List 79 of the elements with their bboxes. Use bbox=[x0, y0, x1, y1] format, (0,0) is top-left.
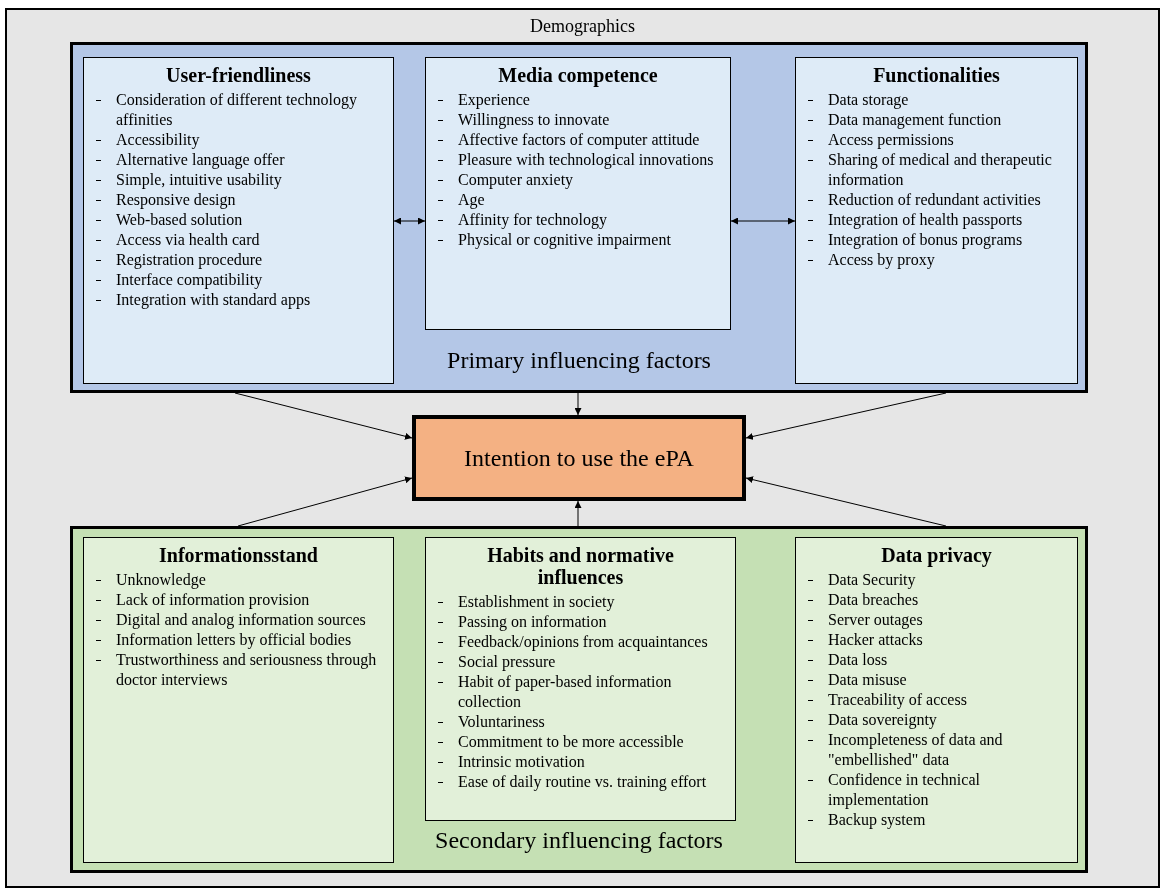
factor-box bbox=[83, 57, 394, 384]
list-item: Digital and analog information sources bbox=[88, 610, 385, 630]
list-item: Establishment in society bbox=[430, 592, 727, 612]
list-item: Social pressure bbox=[430, 652, 727, 672]
factor-box bbox=[795, 57, 1078, 384]
list-item: Data misuse bbox=[800, 670, 1069, 690]
arrow bbox=[574, 392, 582, 416]
list-item: Ease of daily routine vs. training effort bbox=[430, 772, 727, 792]
list-item: Access by proxy bbox=[800, 250, 1069, 270]
list-item: Computer anxiety bbox=[430, 170, 722, 190]
list-item: Sharing of medical and therapeutic information bbox=[800, 150, 1069, 190]
list-item: Pleasure with technological innovations bbox=[430, 150, 722, 170]
list-item: Server outages bbox=[800, 610, 1069, 630]
arrow bbox=[237, 476, 413, 527]
box-heading: Habits and normative influences bbox=[486, 544, 675, 588]
list-item: Accessibility bbox=[88, 130, 385, 150]
group-band bbox=[70, 526, 1088, 873]
list-item: Trustworthiness and seriousness through doctor interviews bbox=[88, 650, 385, 690]
list-item: Age bbox=[430, 190, 722, 210]
list-item: Affective factors of computer attitude bbox=[430, 130, 722, 150]
list-item: Confidence in technical implementation bbox=[800, 770, 1069, 810]
box-heading: Informationsstand bbox=[158, 544, 319, 566]
list-item: Commitment to be more accessible bbox=[430, 732, 727, 752]
list-item: Data breaches bbox=[800, 590, 1069, 610]
list-item: Reduction of redundant activities bbox=[800, 190, 1069, 210]
arrow bbox=[730, 217, 796, 225]
factor-box bbox=[425, 57, 731, 330]
arrow bbox=[745, 392, 947, 440]
group-band bbox=[70, 42, 1088, 393]
list-item: Responsive design bbox=[88, 190, 385, 210]
arrow bbox=[574, 500, 582, 527]
list-item: Habit of paper-based information collection bbox=[430, 672, 727, 712]
list-item: Intrinsic motivation bbox=[430, 752, 727, 772]
list-item: Willingness to innovate bbox=[430, 110, 722, 130]
arrow bbox=[745, 476, 947, 527]
list-item: Physical or cognitive impairment bbox=[430, 230, 722, 250]
list-item: Lack of information provision bbox=[88, 590, 385, 610]
list-item: Access permissions bbox=[800, 130, 1069, 150]
list-item: Incompleteness of data and "embellished" data bbox=[800, 730, 1069, 770]
list-item: Data loss bbox=[800, 650, 1069, 670]
list-item: Interface compatibility bbox=[88, 270, 385, 290]
list-item: Backup system bbox=[800, 810, 1069, 830]
box-heading: User-friendliness bbox=[165, 64, 312, 86]
list-item: Data management function bbox=[800, 110, 1069, 130]
outcome-label: Intention to use the ePA bbox=[464, 444, 694, 472]
list-item: Information letters by official bodies bbox=[88, 630, 385, 650]
list-item: Integration with standard apps bbox=[88, 290, 385, 310]
factor-box bbox=[425, 537, 736, 821]
list-item: Web-based solution bbox=[88, 210, 385, 230]
arrow bbox=[393, 217, 426, 225]
factor-box bbox=[795, 537, 1078, 863]
list-item: Feedback/opinions from acquaintances bbox=[430, 632, 727, 652]
list-item: Registration procedure bbox=[88, 250, 385, 270]
list-item: Affinity for technology bbox=[430, 210, 722, 230]
list-item: Data storage bbox=[800, 90, 1069, 110]
arrow bbox=[234, 392, 413, 440]
list-item: Consideration of different technology affinities bbox=[88, 90, 385, 130]
outcome-box bbox=[412, 415, 746, 501]
list-item: Experience bbox=[430, 90, 722, 110]
group-panel bbox=[5, 8, 1160, 888]
box-heading: Data privacy bbox=[880, 544, 993, 566]
group-title: Secondary influencing factors bbox=[435, 827, 723, 854]
list-item: Voluntariness bbox=[430, 712, 727, 732]
factor-box bbox=[83, 537, 394, 863]
box-heading: Functionalities bbox=[872, 64, 1001, 86]
list-item: Simple, intuitive usability bbox=[88, 170, 385, 190]
list-item: Unknowledge bbox=[88, 570, 385, 590]
list-item: Data sovereignty bbox=[800, 710, 1069, 730]
group-title: Demographics bbox=[530, 16, 635, 37]
list-item: Passing on information bbox=[430, 612, 727, 632]
list-item: Hacker attacks bbox=[800, 630, 1069, 650]
list-item: Alternative language offer bbox=[88, 150, 385, 170]
list-item: Traceability of access bbox=[800, 690, 1069, 710]
list-item: Data Security bbox=[800, 570, 1069, 590]
list-item: Integration of health passports bbox=[800, 210, 1069, 230]
list-item: Integration of bonus programs bbox=[800, 230, 1069, 250]
list-item: Access via health card bbox=[88, 230, 385, 250]
group-title: Primary influencing factors bbox=[447, 347, 711, 374]
box-heading: Media competence bbox=[497, 64, 659, 86]
